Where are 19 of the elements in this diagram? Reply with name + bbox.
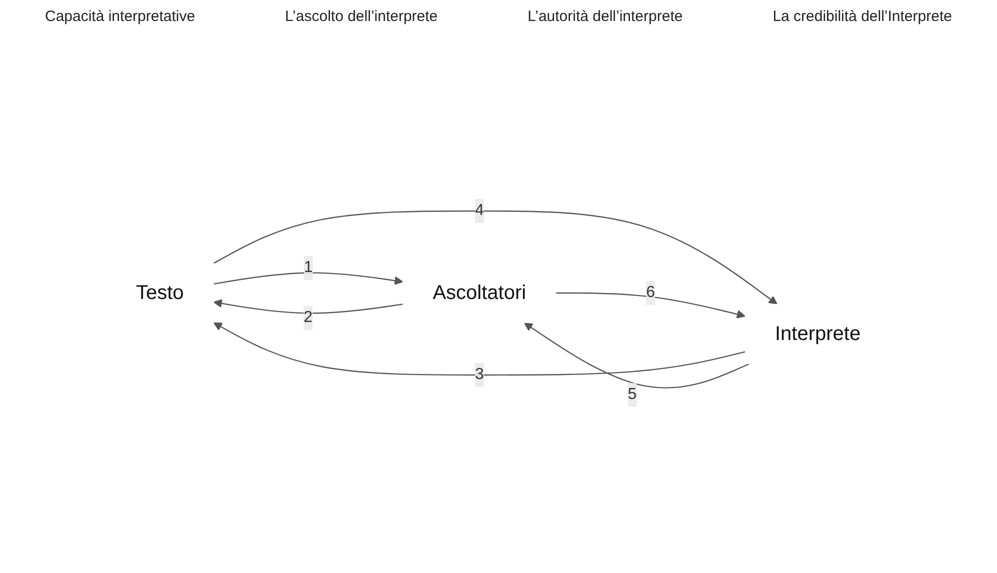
arc-caption: Capacità interpretative bbox=[44, 8, 196, 25]
arrow bbox=[524, 322, 750, 388]
edge-label: 2 bbox=[304, 309, 313, 326]
node-text: Interprete bbox=[775, 323, 861, 346]
arc-caption: L’ascolto dell’interprete bbox=[285, 8, 438, 25]
arrow bbox=[214, 272, 404, 286]
arrow bbox=[214, 299, 403, 314]
edge-label: 4 bbox=[475, 202, 484, 220]
arc-caption: La credibilità dell’Interprete bbox=[772, 8, 952, 25]
edge-label: 5 bbox=[628, 386, 637, 403]
arrow bbox=[214, 210, 778, 304]
arrow bbox=[214, 322, 746, 376]
arc-caption: L’autorità dell’interprete bbox=[528, 8, 683, 25]
edge-label: 1 bbox=[304, 259, 313, 276]
arrow bbox=[556, 292, 746, 319]
edge-label: 6 bbox=[646, 284, 656, 302]
node-text: Ascoltatori bbox=[432, 282, 526, 304]
edge-label: 3 bbox=[475, 366, 484, 384]
node-text: Testo bbox=[136, 282, 184, 304]
